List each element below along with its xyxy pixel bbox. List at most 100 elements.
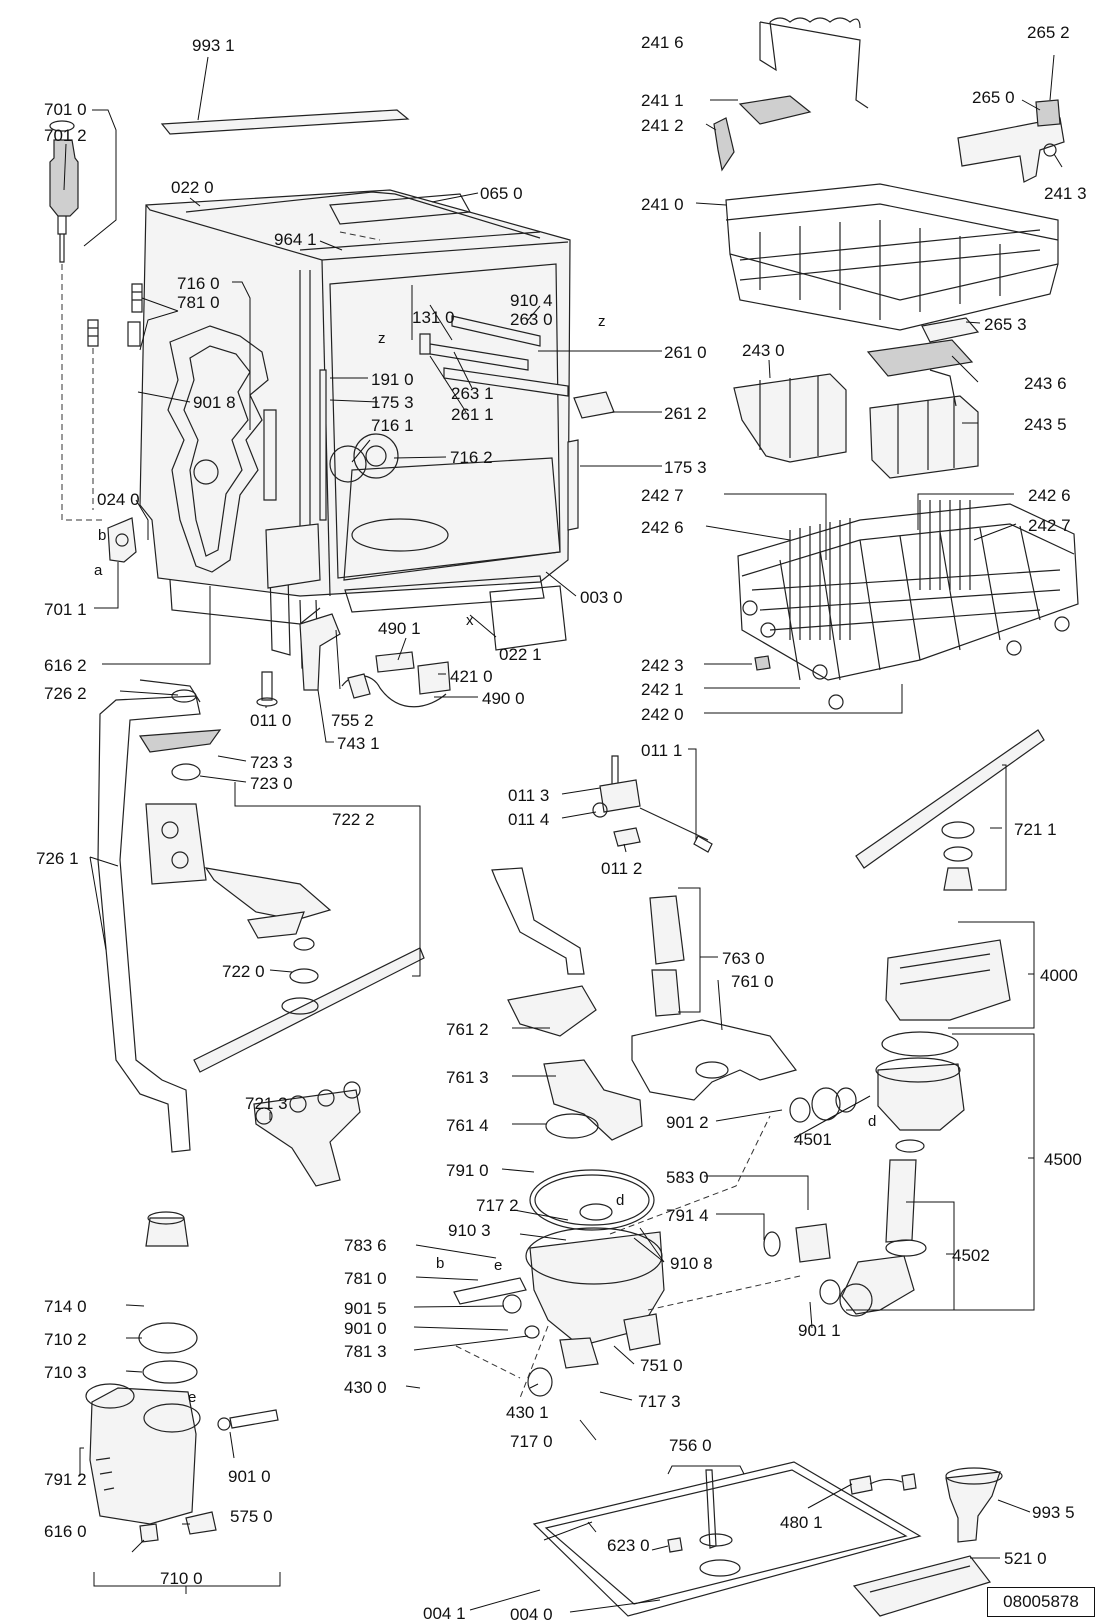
label-242-1: 242 1 bbox=[641, 680, 684, 699]
label-910-4: 910 4 bbox=[510, 291, 553, 310]
label-575-0: 575 0 bbox=[230, 1507, 273, 1526]
label-011-2: 011 2 bbox=[601, 859, 642, 878]
letter-e-2: e bbox=[188, 1389, 196, 1406]
drain-pump-and-heater bbox=[763, 939, 1011, 1317]
label-901-2: 901 2 bbox=[666, 1113, 709, 1132]
base-plate-and-accessories bbox=[532, 1461, 1003, 1617]
label-710-2: 710 2 bbox=[44, 1330, 87, 1349]
letter-z-2: z bbox=[598, 313, 606, 330]
label-011-0: 011 0 bbox=[250, 711, 291, 730]
label-022-0: 022 0 bbox=[171, 178, 214, 197]
letter-x-1: x bbox=[466, 612, 474, 629]
label-616-2: 616 2 bbox=[44, 656, 87, 675]
label-901-0: 901 0 bbox=[344, 1319, 387, 1338]
label-710-0: 710 0 bbox=[160, 1569, 203, 1588]
letter-e-1: e bbox=[494, 1257, 502, 1274]
label-261-0: 261 0 bbox=[664, 343, 707, 362]
label-011-1: 011 1 bbox=[641, 741, 682, 760]
label-4000: 4000 bbox=[1040, 966, 1078, 985]
label-721-1: 721 1 bbox=[1014, 820, 1057, 839]
label-723-0: 723 0 bbox=[250, 774, 293, 793]
label-241-6: 241 6 bbox=[641, 33, 684, 52]
label-243-6: 243 6 bbox=[1024, 374, 1067, 393]
label-242-7-top: 242 7 bbox=[641, 486, 684, 505]
tub-cabinet bbox=[139, 189, 571, 669]
label-761-3: 761 3 bbox=[446, 1068, 489, 1087]
letter-b-2: b bbox=[436, 1255, 444, 1272]
label-265-3: 265 3 bbox=[984, 315, 1027, 334]
label-901-0-softener: 901 0 bbox=[228, 1467, 271, 1486]
label-701-1: 701 1 bbox=[44, 600, 87, 619]
label-263-1: 263 1 bbox=[451, 384, 494, 403]
label-242-3: 242 3 bbox=[641, 656, 684, 675]
label-490-1: 490 1 bbox=[378, 619, 421, 638]
label-616-0: 616 0 bbox=[44, 1522, 87, 1541]
label-791-4: 791 4 bbox=[666, 1206, 709, 1225]
label-751-0: 751 0 bbox=[640, 1356, 683, 1375]
label-430-1: 430 1 bbox=[506, 1403, 549, 1422]
label-004-0: 004 0 bbox=[510, 1605, 553, 1624]
label-065-0: 065 0 bbox=[480, 184, 523, 203]
label-261-1: 261 1 bbox=[451, 405, 494, 424]
label-993-1: 993 1 bbox=[192, 36, 235, 55]
label-716-0: 716 0 bbox=[177, 274, 220, 293]
label-755-2: 755 2 bbox=[331, 711, 374, 730]
label-243-0: 243 0 bbox=[742, 341, 785, 360]
label-131-0: 131 0 bbox=[412, 308, 455, 327]
label-022-1: 022 1 bbox=[499, 645, 542, 664]
top-seal-strip bbox=[160, 109, 410, 135]
label-430-0: 430 0 bbox=[344, 1378, 387, 1397]
cutlery-baskets bbox=[733, 339, 979, 479]
water-softener bbox=[85, 1211, 279, 1543]
label-241-1: 241 1 bbox=[641, 91, 684, 110]
letter-d-1: d bbox=[868, 1113, 876, 1130]
label-261-2: 261 2 bbox=[664, 404, 707, 423]
label-623-0: 623 0 bbox=[607, 1536, 650, 1555]
letter-a-1: a bbox=[94, 562, 103, 579]
label-901-5: 901 5 bbox=[344, 1299, 387, 1318]
lower-spray-hub bbox=[253, 1081, 361, 1187]
label-763-0: 763 0 bbox=[722, 949, 765, 968]
label-726-2: 726 2 bbox=[44, 684, 87, 703]
label-717-0: 717 0 bbox=[510, 1432, 553, 1451]
upper-spray-arm-right bbox=[855, 729, 1045, 891]
label-761-2: 761 2 bbox=[446, 1020, 489, 1039]
label-756-0: 756 0 bbox=[669, 1436, 712, 1455]
letter-d-2: d bbox=[616, 1192, 624, 1209]
label-421-0: 421 0 bbox=[450, 667, 493, 686]
water-inlet-assembly bbox=[49, 120, 143, 563]
letter-b-1: b bbox=[98, 527, 106, 544]
label-4501: 4501 bbox=[794, 1130, 832, 1149]
label-722-0: 722 0 bbox=[222, 962, 265, 981]
label-723-3: 723 3 bbox=[250, 753, 293, 772]
rail-bracket bbox=[921, 99, 1065, 343]
label-521-0: 521 0 bbox=[1004, 1549, 1047, 1568]
label-783-6: 783 6 bbox=[344, 1236, 387, 1255]
label-791-0: 791 0 bbox=[446, 1161, 489, 1180]
label-4502: 4502 bbox=[952, 1246, 990, 1265]
label-710-3: 710 3 bbox=[44, 1363, 87, 1382]
label-721-3: 721 3 bbox=[245, 1094, 288, 1113]
label-191-0: 191 0 bbox=[371, 370, 414, 389]
mains-cord-and-sensors bbox=[256, 613, 451, 708]
label-241-0: 241 0 bbox=[641, 195, 684, 214]
label-716-2: 716 2 bbox=[450, 448, 493, 467]
label-901-8: 901 8 bbox=[193, 393, 236, 412]
letter-z-1: z bbox=[378, 330, 386, 347]
label-910-3: 910 3 bbox=[448, 1221, 491, 1240]
hinge-assembly bbox=[592, 755, 713, 853]
label-993-5: 993 5 bbox=[1032, 1503, 1075, 1522]
label-242-7-right: 242 7 bbox=[1028, 516, 1071, 535]
label-175-3-right: 175 3 bbox=[664, 458, 707, 477]
label-781-3: 781 3 bbox=[344, 1342, 387, 1361]
label-243-5: 243 5 bbox=[1024, 415, 1067, 434]
label-781-0: 781 0 bbox=[177, 293, 220, 312]
reference-letters: z z x b a d d b e e bbox=[94, 313, 876, 1406]
label-714-0: 714 0 bbox=[44, 1297, 87, 1316]
label-011-3: 011 3 bbox=[508, 786, 549, 805]
label-701-2: 701 2 bbox=[44, 126, 87, 145]
label-781-0-lower: 781 0 bbox=[344, 1269, 387, 1288]
label-490-0: 490 0 bbox=[482, 689, 525, 708]
label-241-3: 241 3 bbox=[1044, 184, 1087, 203]
